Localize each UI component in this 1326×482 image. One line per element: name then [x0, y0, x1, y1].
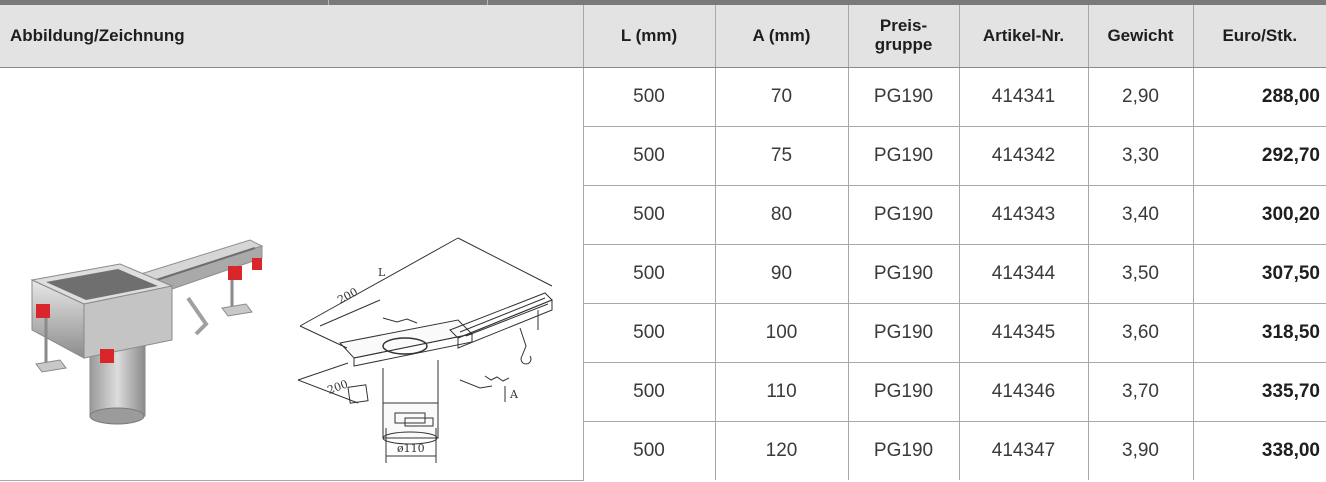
cell-price: 288,00 — [1193, 67, 1326, 127]
cell-height: 100 — [715, 303, 849, 363]
cell-article: 414342 — [959, 126, 1089, 186]
cell-pricegroup: PG190 — [848, 421, 960, 480]
cell-weight: 3,60 — [1088, 303, 1194, 363]
cell-pricegroup: PG190 — [848, 362, 960, 422]
cell-height: 70 — [715, 67, 849, 127]
cell-price: 307,50 — [1193, 244, 1326, 304]
table-row: 500 80 PG190 414343 3,40 300,20 — [0, 185, 1326, 245]
cell-article: 414347 — [959, 421, 1089, 480]
header-length: L (mm) — [583, 5, 716, 68]
label-length: L — [378, 266, 386, 279]
header-pricegroup-line1: Preis- — [879, 16, 928, 36]
cell-price: 318,50 — [1193, 303, 1326, 363]
cell-article: 414343 — [959, 185, 1089, 245]
cell-weight: 3,40 — [1088, 185, 1194, 245]
cell-pricegroup: PG190 — [848, 185, 960, 245]
cell-length: 500 — [583, 67, 716, 127]
header-weight: Gewicht — [1088, 5, 1194, 68]
product-photo — [30, 239, 264, 425]
header-pricegroup: Preis-gruppe — [848, 5, 960, 68]
table-row: 500 110 PG190 414346 3,70 335,70 — [0, 362, 1326, 422]
cell-price: 338,00 — [1261, 440, 1320, 461]
cell-length: 500 — [583, 185, 716, 245]
cell-height: 110 — [715, 362, 849, 422]
cell-article: 414341 — [959, 67, 1089, 127]
cell-article: 414345 — [959, 303, 1089, 363]
cell-pricegroup: PG190 — [848, 67, 960, 127]
cell-price: 335,70 — [1193, 362, 1326, 422]
product-figure-cell: L 200 200 A ø110 — [0, 67, 584, 481]
cell-pricegroup: PG190 — [848, 303, 960, 363]
cell-pricegroup: PG190 — [848, 244, 960, 304]
technical-drawing — [297, 237, 553, 463]
header-price: Euro/Stk. — [1193, 5, 1326, 68]
cell-pricegroup: PG190 — [848, 126, 960, 186]
cell-length: 500 — [583, 126, 716, 186]
header-height: A (mm) — [715, 5, 849, 68]
label-diameter: ø110 — [397, 442, 425, 455]
table-header-row: Abbildung/Zeichnung L (mm) A (mm) Preis-… — [0, 5, 1326, 68]
table-top-strip-stub — [328, 0, 488, 5]
table-row: 500 90 PG190 414344 3,50 307,50 — [0, 244, 1326, 304]
cell-weight: 3,90 — [1088, 421, 1194, 480]
cell-length: 500 — [583, 303, 716, 363]
cell-price: 300,20 — [1193, 185, 1326, 245]
cell-height: 120 — [715, 421, 849, 480]
product-figures: L 200 200 A ø110 — [30, 237, 553, 463]
cell-height: 80 — [715, 185, 849, 245]
table-row: L 200 200 A ø110 500 70 PG190 414341 2,9… — [0, 67, 1326, 481]
cell-length: 500 — [583, 362, 716, 422]
cell-article: 414344 — [959, 244, 1089, 304]
cell-article: 414346 — [959, 362, 1089, 422]
cell-weight: 3,50 — [1088, 244, 1194, 304]
label-height: A — [509, 388, 519, 401]
cell-weight: 3,70 — [1088, 362, 1194, 422]
cell-price: 292,70 — [1193, 126, 1326, 186]
cell-height: 90 — [715, 244, 849, 304]
header-image: Abbildung/Zeichnung — [0, 5, 584, 68]
table-row: 500 120 PG190 414347 3,90 338,00 — [0, 421, 1326, 480]
cell-weight: 3,30 — [1088, 126, 1194, 186]
table-row: 500 100 PG190 414345 3,60 318,50 — [0, 303, 1326, 363]
table-row: 500 75 PG190 414342 3,30 292,70 — [0, 126, 1326, 186]
cell-height: 75 — [715, 126, 849, 186]
label-width-top: 200 — [335, 285, 360, 306]
cell-length: 500 — [583, 244, 716, 304]
label-width-left: 200 — [326, 377, 350, 396]
table-top-strip — [0, 0, 1326, 5]
cell-length: 500 — [583, 421, 716, 480]
cell-weight: 2,90 — [1088, 67, 1194, 127]
header-pricegroup-line2: gruppe — [874, 35, 933, 54]
price-table: Abbildung/Zeichnung L (mm) A (mm) Preis-… — [0, 5, 1326, 481]
header-article: Artikel-Nr. — [959, 5, 1089, 68]
